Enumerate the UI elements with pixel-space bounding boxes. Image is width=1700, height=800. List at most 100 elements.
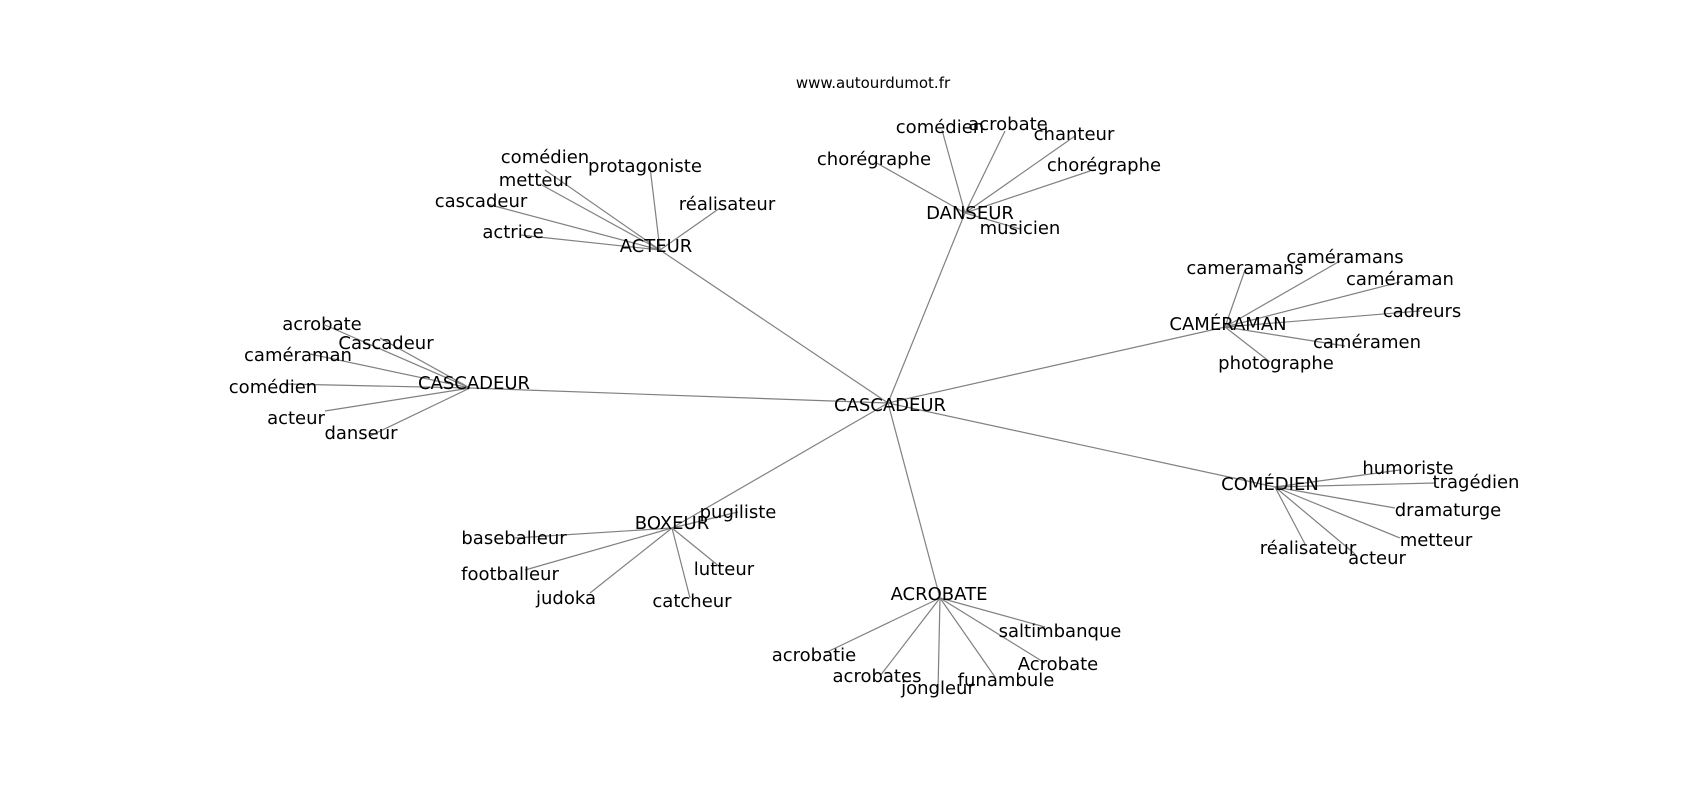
edge-acrobate-child — [939, 597, 996, 678]
edge-acrobate-child — [879, 597, 941, 677]
leaf-node: baseballeur — [461, 528, 567, 549]
leaf-node: acrobates — [833, 666, 922, 687]
edge-center-acteur — [659, 249, 889, 404]
edge-center-cameraman — [887, 326, 1226, 404]
edge-boxeur-child — [514, 527, 673, 539]
leaf-node: musicien — [980, 218, 1061, 239]
edge-cameraman-child — [1224, 281, 1401, 328]
leaf-node: acteur — [1348, 548, 1406, 569]
edge-center-boxeur — [671, 402, 889, 529]
hub-node-cameraman: CAMÉRAMAN — [1169, 313, 1286, 335]
leaf-node: humoriste — [1362, 458, 1453, 479]
edge-acteur-child — [544, 169, 661, 251]
leaf-node: caméramans — [1286, 247, 1403, 268]
leaf-node: acrobatie — [772, 645, 857, 666]
edge-danseur-child — [874, 161, 966, 214]
leaf-node: comédien — [896, 117, 984, 138]
leaf-node: cadreurs — [1383, 301, 1462, 322]
leaf-node: jongleur — [900, 678, 975, 699]
leaf-node: Acrobate — [1018, 654, 1099, 675]
edge-danseur-child — [964, 130, 1006, 214]
edge-center-comedien — [887, 402, 1276, 488]
edge-acteur-child — [486, 203, 661, 251]
edge-center-danseur — [887, 212, 966, 404]
edge-cascadeur-child — [284, 383, 471, 389]
leaf-node: caméraman — [244, 345, 352, 366]
edge-cascadeur-child — [309, 353, 471, 389]
edge-cascadeur-child — [324, 387, 471, 412]
edge-comedien-child — [1274, 469, 1401, 488]
edge-acteur-child — [519, 234, 661, 251]
edge-danseur-child — [964, 170, 1091, 214]
graph-labels: www.autourdumot.fr CASCADEUR ACTEUR coméd… — [229, 74, 1520, 699]
edge-cameraman-child — [1224, 310, 1421, 328]
edge-cameraman-child — [1224, 269, 1246, 328]
edge-boxeur-child — [671, 511, 739, 529]
edge-acrobate-child — [939, 597, 1046, 628]
leaf-node: protagoniste — [588, 156, 702, 177]
hub-node-acteur: ACTEUR — [620, 236, 693, 257]
leaf-node: metteur — [499, 170, 572, 191]
edge-acrobate-child — [939, 597, 1046, 664]
leaf-node: photographe — [1218, 353, 1334, 374]
leaf-node: acteur — [267, 408, 325, 429]
edge-danseur-child — [941, 129, 966, 214]
hub-node-boxeur: BOXEUR — [635, 513, 709, 534]
leaf-node: réalisateur — [1260, 538, 1357, 559]
hub-node-acrobate: ACROBATE — [891, 584, 988, 605]
edge-boxeur-child — [671, 527, 691, 599]
leaf-node: caméraman — [1346, 269, 1454, 290]
edge-boxeur-child — [524, 527, 673, 571]
edge-danseur-child — [964, 212, 1021, 230]
hub-node-comedien: COMÉDIEN — [1221, 473, 1319, 495]
leaf-node: acrobate — [968, 114, 1048, 135]
graph-edges — [284, 129, 1436, 692]
edge-cameraman-child — [1224, 260, 1341, 328]
edge-cascadeur-child — [369, 387, 471, 437]
leaf-node: cascadeur — [435, 191, 528, 212]
edge-acteur-child — [649, 166, 661, 251]
leaf-node: comédien — [229, 377, 317, 398]
leaf-node: chorégraphe — [1047, 155, 1161, 176]
edge-center-cascadeur — [469, 387, 889, 404]
edge-cascadeur-child — [324, 324, 471, 389]
leaf-node: actrice — [482, 222, 543, 243]
leaf-node: acrobate — [282, 314, 362, 335]
edge-acrobate-child — [937, 597, 941, 692]
leaf-node: footballeur — [461, 564, 559, 585]
edge-center-acrobate — [887, 402, 941, 599]
hub-node-cascadeur: CASCADEUR — [418, 373, 530, 394]
leaf-node: danseur — [324, 423, 398, 444]
leaf-node: saltimbanque — [999, 621, 1122, 642]
leaf-node: réalisateur — [679, 194, 776, 215]
edge-acrobate-child — [824, 597, 941, 654]
leaf-node: catcheur — [652, 591, 732, 612]
edge-cascadeur-child — [379, 337, 471, 389]
edge-boxeur-child — [671, 527, 721, 568]
edge-danseur-child — [964, 135, 1076, 214]
edge-acteur-child — [659, 207, 721, 251]
leaf-node: caméramen — [1313, 332, 1421, 353]
leaf-node: chanteur — [1034, 124, 1115, 145]
edge-comedien-child — [1274, 486, 1306, 545]
edge-cameraman-child — [1224, 326, 1346, 347]
leaf-node: comédien — [501, 147, 589, 168]
leaf-node: dramaturge — [1395, 500, 1501, 521]
leaf-node: judoka — [535, 588, 596, 609]
edge-cameraman-child — [1224, 326, 1271, 363]
center-node: CASCADEUR — [834, 395, 946, 416]
edge-comedien-child — [1274, 486, 1356, 555]
site-watermark: www.autourdumot.fr — [796, 74, 951, 92]
leaf-node: chorégraphe — [817, 149, 931, 170]
leaf-node: tragédien — [1433, 472, 1520, 493]
edge-comedien-child — [1274, 482, 1436, 488]
hub-node-danseur: DANSEUR — [926, 203, 1014, 224]
leaf-node: pugiliste — [700, 502, 777, 523]
leaf-node: funambule — [958, 670, 1055, 691]
leaf-node: cameramans — [1186, 258, 1303, 279]
edge-comedien-child — [1274, 486, 1396, 509]
edge-boxeur-child — [589, 527, 673, 594]
leaf-node: Cascadeur — [338, 333, 434, 354]
leaf-node: metteur — [1400, 530, 1473, 551]
